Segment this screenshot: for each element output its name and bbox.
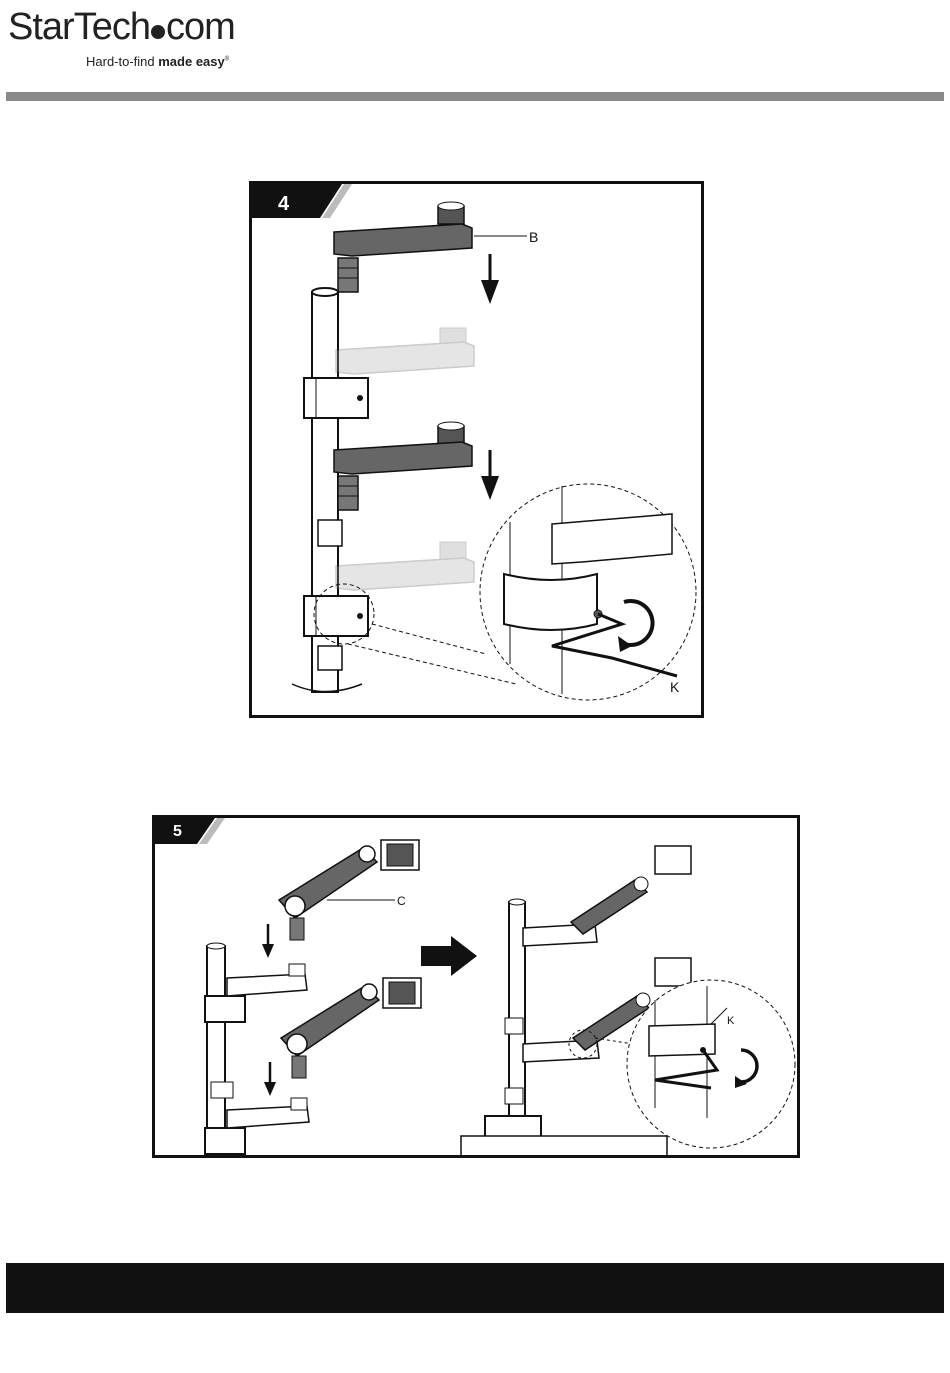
incoming-arm-top — [279, 840, 419, 940]
cable-clip-2 — [318, 646, 342, 670]
logo-wordmark: StarTech com — [8, 6, 235, 49]
left-collar-2 — [205, 1128, 245, 1154]
left-pole — [207, 946, 225, 1155]
left-mount-1-post — [289, 964, 305, 976]
callout-k-label: K — [727, 1015, 735, 1027]
right-arm-2-joint — [636, 993, 650, 1007]
figure-step-4: B — [249, 181, 704, 718]
right-vesa-2 — [655, 958, 691, 986]
collar-1-screw — [357, 395, 363, 401]
left-mount-1 — [227, 974, 307, 996]
tagline-light: Hard-to-find — [86, 54, 158, 69]
right-clip-1 — [505, 1018, 523, 1034]
startech-logo: StarTech com Hard-to-find made easy® — [8, 6, 248, 74]
right-arrow-icon — [421, 936, 477, 976]
detail-collar — [504, 574, 597, 630]
pole-top — [312, 288, 338, 296]
arm-ghost-2 — [336, 542, 474, 590]
logo-tagline: Hard-to-find made easy® — [86, 54, 229, 69]
step-number-4: 4 — [278, 193, 289, 216]
left-mount-2-post — [291, 1098, 307, 1110]
registered-mark: ® — [225, 57, 229, 63]
logo-dot-icon — [151, 25, 165, 39]
logo-name-prefix: StarTech — [8, 6, 150, 48]
callout-c-label: C — [397, 894, 406, 908]
arm-ghost-1 — [336, 328, 474, 374]
figure-step-5: C — [152, 815, 800, 1158]
cable-clip-1 — [318, 520, 342, 546]
callout-k-label: K — [670, 679, 680, 695]
step-5-illustration: C — [155, 818, 797, 1155]
left-clip — [211, 1082, 233, 1098]
down-arrow-1-icon — [481, 280, 499, 304]
detail-link-top — [372, 624, 486, 654]
arm-top — [334, 202, 472, 292]
right-clip-2 — [505, 1088, 523, 1104]
footer-bar — [6, 1263, 944, 1313]
right-pole-top — [509, 899, 525, 905]
down-arrow-4-icon — [264, 1082, 276, 1096]
left-pole-top — [207, 943, 225, 949]
detail-link-bottom — [348, 644, 516, 684]
collar-2-screw — [357, 613, 363, 619]
arm-middle — [334, 422, 472, 510]
right-vesa-1 — [655, 846, 691, 874]
down-arrow-3-icon — [262, 944, 274, 958]
step-number-5: 5 — [173, 823, 182, 841]
step-4-illustration: B — [252, 184, 701, 715]
header-rule — [6, 92, 944, 101]
desk — [461, 1136, 667, 1155]
incoming-arm-bottom — [281, 978, 421, 1078]
down-arrow-2-icon — [481, 476, 499, 500]
right-arm-1-joint — [634, 877, 648, 891]
left-collar-1 — [205, 996, 245, 1022]
logo-name-suffix: com — [166, 6, 235, 48]
tagline-bold: made easy — [158, 54, 225, 69]
callout-b-label: B — [529, 229, 538, 245]
